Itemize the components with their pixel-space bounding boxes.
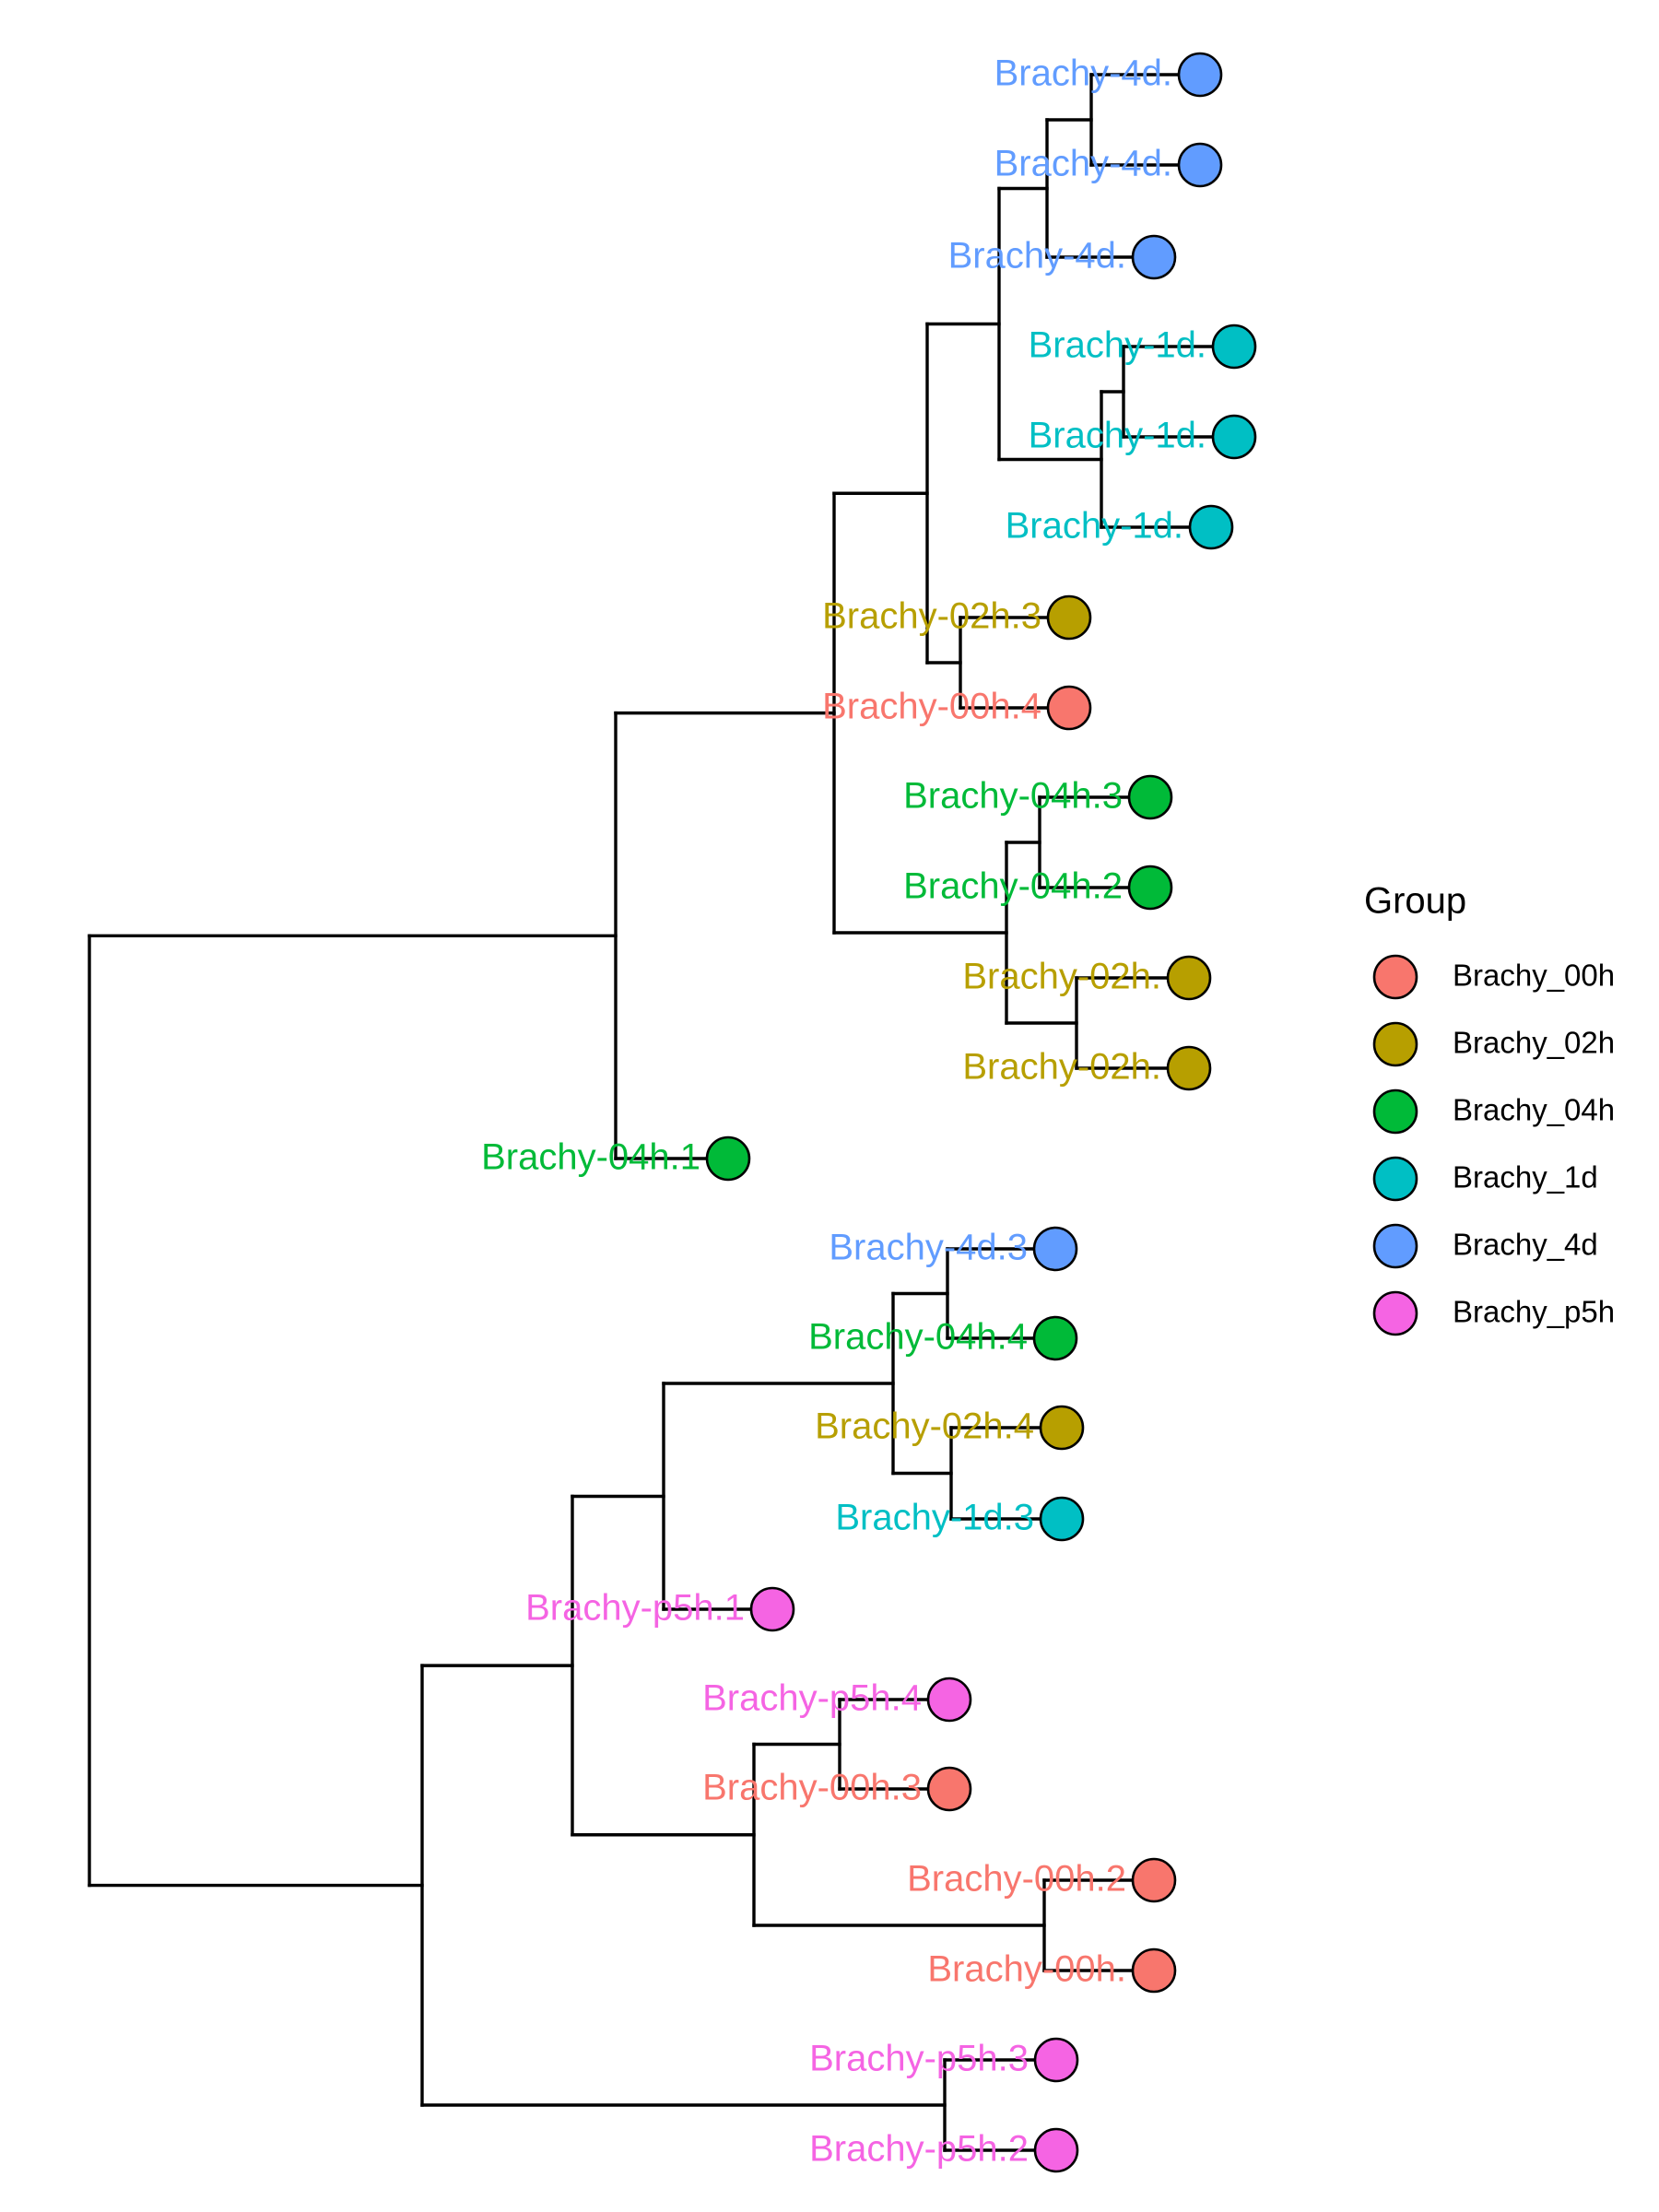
legend-item: Brachy_p5h — [1372, 1290, 1615, 1336]
legend-item: Brachy_4d — [1372, 1223, 1598, 1269]
tip-dot — [1033, 2037, 1079, 2083]
tip-dot — [1039, 1405, 1085, 1451]
dendrogram-tips: Brachy-4d. Brachy-4d. Brachy-4d. Brachy-1d.… — [481, 52, 1257, 2173]
legend-swatch — [1372, 1156, 1418, 1202]
tip: Brachy-1d. — [1029, 414, 1257, 460]
tip-label: Brachy-p5h.3 — [809, 2039, 1029, 2079]
tip-dot — [1131, 234, 1177, 280]
tip: Brachy-04h.1 — [481, 1135, 751, 1182]
legend-label: Brachy_00h — [1453, 959, 1615, 993]
legend-label: Brachy_4d — [1453, 1228, 1598, 1262]
tip-label: Brachy-04h.3 — [903, 776, 1123, 817]
tip-dot — [1032, 1226, 1078, 1272]
tip: Brachy-p5h.4 — [702, 1677, 972, 1723]
tip-dot — [749, 1586, 795, 1632]
tip-dot — [1177, 52, 1223, 98]
tip-dot — [1166, 955, 1212, 1001]
tip-label: Brachy-00h.2 — [907, 1859, 1126, 1900]
legend-item: Brachy_00h — [1372, 954, 1615, 1000]
tip-label: Brachy-00h. — [927, 1949, 1126, 1990]
legend-item: Brachy_02h — [1372, 1021, 1615, 1067]
tip-label: Brachy-4d. — [948, 236, 1126, 276]
tip: Brachy-4d. — [994, 52, 1223, 98]
legend-swatch — [1372, 1223, 1418, 1269]
tip: Brachy-02h.3 — [822, 594, 1092, 641]
legend-label: Brachy_1d — [1453, 1160, 1598, 1194]
tip: Brachy-02h. — [962, 1045, 1212, 1091]
tip-label: Brachy-4d. — [994, 53, 1172, 94]
tip: Brachy-00h.4 — [822, 685, 1092, 731]
tip-dot — [1131, 1947, 1177, 1994]
tip: Brachy-p5h.3 — [809, 2037, 1079, 2083]
tip-dot — [1177, 142, 1223, 188]
legend-title: Group — [1364, 881, 1466, 922]
tip: Brachy-p5h.1 — [525, 1586, 795, 1632]
tip-dot — [1131, 1857, 1177, 1903]
tip: Brachy-04h.4 — [808, 1315, 1078, 1361]
tip: Brachy-1d. — [1029, 324, 1257, 370]
tip: Brachy-4d. — [948, 234, 1177, 280]
tip: Brachy-1d.3 — [835, 1496, 1085, 1542]
tip-label: Brachy-00h.4 — [822, 687, 1041, 727]
tip: Brachy-02h. — [962, 955, 1212, 1001]
tip-label: Brachy-1d. — [1006, 506, 1183, 547]
tip-label: Brachy-02h. — [962, 957, 1161, 997]
legend-items: Brachy_00hBrachy_02hBrachy_04hBrachy_1dB… — [1372, 954, 1615, 1336]
tip-dot — [1046, 594, 1092, 641]
tip: Brachy-4d. — [994, 142, 1223, 188]
legend-swatch — [1372, 954, 1418, 1000]
tip-label: Brachy-p5h.1 — [525, 1588, 745, 1629]
tip: Brachy-02h.4 — [815, 1405, 1085, 1451]
legend-label: Brachy_p5h — [1453, 1295, 1615, 1329]
tip-dot — [1127, 774, 1173, 820]
tip-dot — [1211, 324, 1257, 370]
tip-dot — [1046, 685, 1092, 731]
tip-label: Brachy-04h.2 — [903, 866, 1123, 907]
tip-label: Brachy-1d. — [1029, 416, 1206, 456]
legend-swatch — [1372, 1290, 1418, 1336]
group-legend: Group Brachy_00hBrachy_02hBrachy_04hBrac… — [1364, 881, 1615, 1336]
tip: Brachy-4d.3 — [829, 1226, 1078, 1272]
tip-dot — [926, 1766, 972, 1812]
legend-label: Brachy_04h — [1453, 1093, 1615, 1127]
tip: Brachy-p5h.2 — [809, 2127, 1079, 2173]
tip-label: Brachy-02h.3 — [822, 596, 1041, 637]
legend-label: Brachy_02h — [1453, 1026, 1615, 1060]
tip-label: Brachy-04h.4 — [808, 1317, 1028, 1358]
dendrogram-branches — [88, 73, 1236, 2152]
tip: Brachy-00h.2 — [907, 1857, 1177, 1903]
tip-dot — [1211, 414, 1257, 460]
tip-dot — [1127, 865, 1173, 911]
tip-label: Brachy-p5h.2 — [809, 2129, 1029, 2170]
tip-dot — [1039, 1496, 1085, 1542]
tip-label: Brachy-00h.3 — [702, 1768, 922, 1808]
legend-item: Brachy_04h — [1372, 1088, 1615, 1135]
tip-label: Brachy-02h. — [962, 1047, 1161, 1088]
tip-dot — [926, 1677, 972, 1723]
tip-label: Brachy-p5h.4 — [702, 1678, 922, 1719]
tip-dot — [1033, 2127, 1079, 2173]
legend-swatch — [1372, 1088, 1418, 1135]
tip-label: Brachy-4d. — [994, 144, 1172, 184]
tip: Brachy-1d. — [1006, 504, 1234, 550]
tip-label: Brachy-04h.1 — [481, 1137, 700, 1178]
tip-dot — [705, 1135, 751, 1182]
legend-swatch — [1372, 1021, 1418, 1067]
tip: Brachy-04h.2 — [903, 865, 1173, 911]
tip-label: Brachy-4d.3 — [829, 1228, 1028, 1268]
tip: Brachy-00h.3 — [702, 1766, 972, 1812]
tip-label: Brachy-02h.4 — [815, 1406, 1034, 1447]
tip: Brachy-00h. — [927, 1947, 1177, 1994]
tip: Brachy-04h.3 — [903, 774, 1173, 820]
tip-label: Brachy-1d. — [1029, 325, 1206, 366]
legend-item: Brachy_1d — [1372, 1156, 1598, 1202]
tip-dot — [1166, 1045, 1212, 1091]
tip-dot — [1188, 504, 1234, 550]
tip-label: Brachy-1d.3 — [835, 1498, 1034, 1538]
tip-dot — [1032, 1315, 1078, 1361]
